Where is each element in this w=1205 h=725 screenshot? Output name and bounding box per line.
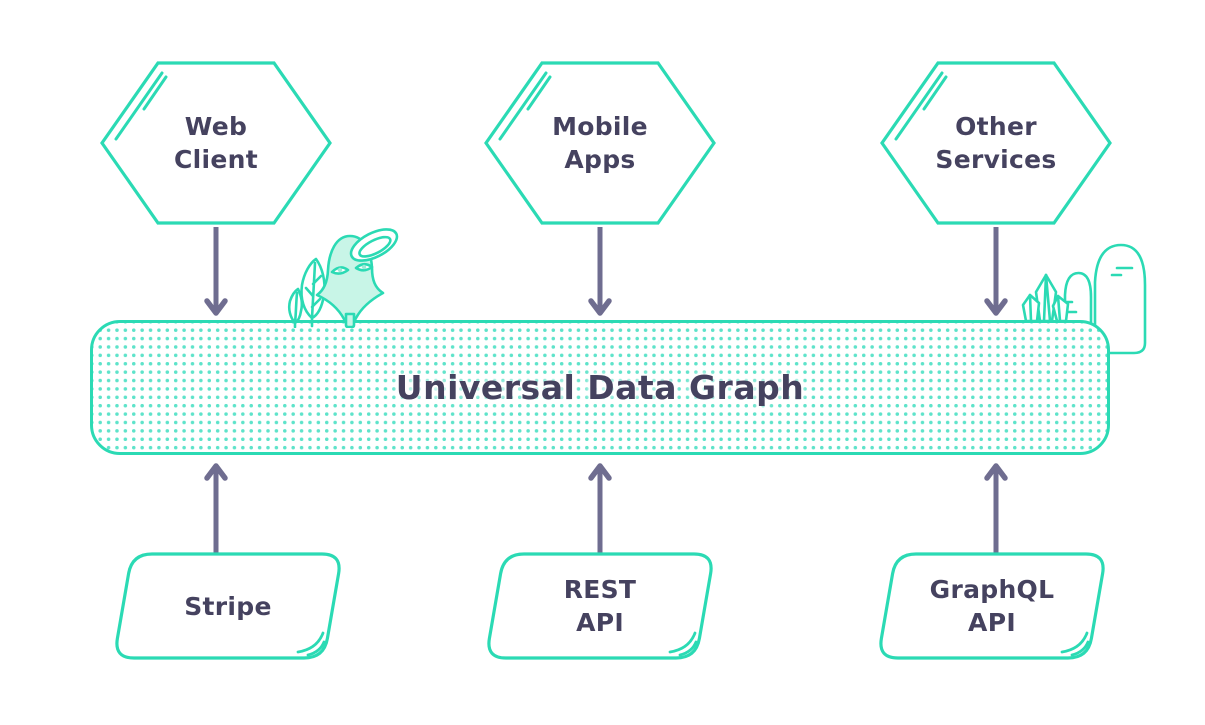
rounded-parallelogram-icon: [879, 552, 1105, 660]
node-web-client-label: Web Client: [174, 112, 258, 174]
node-stripe-label: Stripe: [184, 591, 272, 621]
node-rest-api-label: REST API: [563, 575, 637, 637]
arrow-down-icon: [204, 227, 228, 316]
hexagon-shape-icon: [880, 61, 1112, 225]
node-rest-api: REST API: [480, 550, 720, 662]
node-other-services-label: Other Services: [935, 112, 1057, 174]
arrow-up-icon: [588, 463, 612, 553]
arrow-down-icon: [588, 227, 612, 316]
node-graphql-api: GraphQL API: [872, 550, 1112, 662]
node-other-services: Other Services: [880, 61, 1112, 225]
node-mobile-apps-label: Mobile Apps: [552, 112, 648, 174]
mascot-with-plants-icon: [286, 222, 416, 328]
hexagon-shape-icon: [100, 61, 332, 225]
rounded-parallelogram-icon: [115, 552, 341, 660]
node-web-client: Web Client: [100, 61, 332, 225]
node-graphql-api-label: GraphQL API: [929, 575, 1055, 637]
arrow-down-icon: [984, 227, 1008, 316]
hexagon-shape-icon: [484, 61, 716, 225]
node-stripe: Stripe: [108, 550, 348, 662]
node-mobile-apps: Mobile Apps: [484, 61, 716, 225]
arrow-up-icon: [204, 463, 228, 553]
node-universal-data-graph: Universal Data Graph: [90, 320, 1110, 455]
bar-title: Universal Data Graph: [395, 368, 805, 407]
arrow-up-icon: [984, 463, 1008, 553]
crystals-and-rocks-icon: [1018, 240, 1153, 360]
rounded-parallelogram-icon: [487, 552, 713, 660]
